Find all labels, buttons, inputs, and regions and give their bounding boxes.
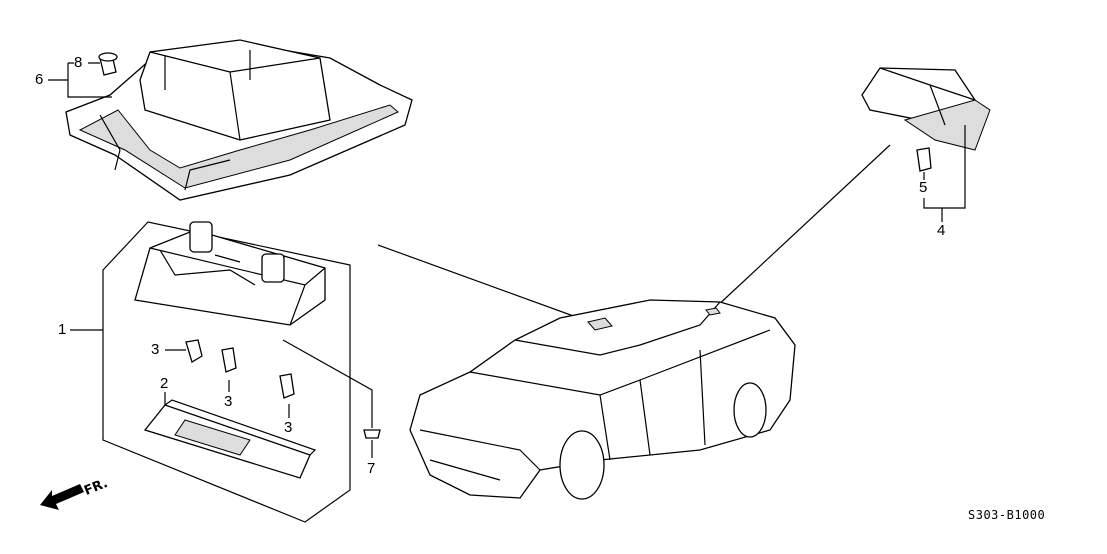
- leader-7: [282, 339, 373, 458]
- part-1-lamp-body[interactable]: [134, 221, 326, 326]
- front-direction-arrow-icon: [40, 484, 84, 510]
- vehicle-outline: [409, 299, 796, 500]
- callout-3: 3: [151, 341, 160, 358]
- callout-8: 8: [74, 54, 83, 71]
- part-3-bulb[interactable]: [279, 373, 295, 399]
- callout-4: 4: [937, 222, 946, 239]
- callout-6: 6: [35, 71, 44, 88]
- part-3-bulb[interactable]: [221, 347, 237, 373]
- callout-7: 7: [367, 460, 376, 477]
- part-5-bulb[interactable]: [916, 147, 932, 172]
- assembly-1-outline: [102, 221, 351, 523]
- part-6-console-housing[interactable]: [65, 39, 413, 201]
- callout-3: 3: [224, 393, 233, 410]
- part-7-screw[interactable]: [363, 404, 381, 439]
- part-4-rear-lamp[interactable]: [861, 67, 991, 151]
- leader-rear-lamp-location: [714, 144, 891, 309]
- callout-2: 2: [160, 375, 169, 392]
- diagram-code: S303-B1000: [968, 508, 1046, 522]
- part-3-bulb[interactable]: [185, 339, 203, 363]
- callout-1: 1: [58, 321, 67, 338]
- callout-5: 5: [919, 179, 928, 196]
- leader-lamp-location: [377, 244, 591, 323]
- callout-3: 3: [284, 419, 293, 436]
- part-2-lens[interactable]: [143, 399, 317, 479]
- leaders-3: [165, 349, 290, 418]
- part-8-clip[interactable]: [98, 52, 118, 76]
- leader-4-5: [923, 125, 966, 222]
- leader-6-8: [48, 62, 112, 98]
